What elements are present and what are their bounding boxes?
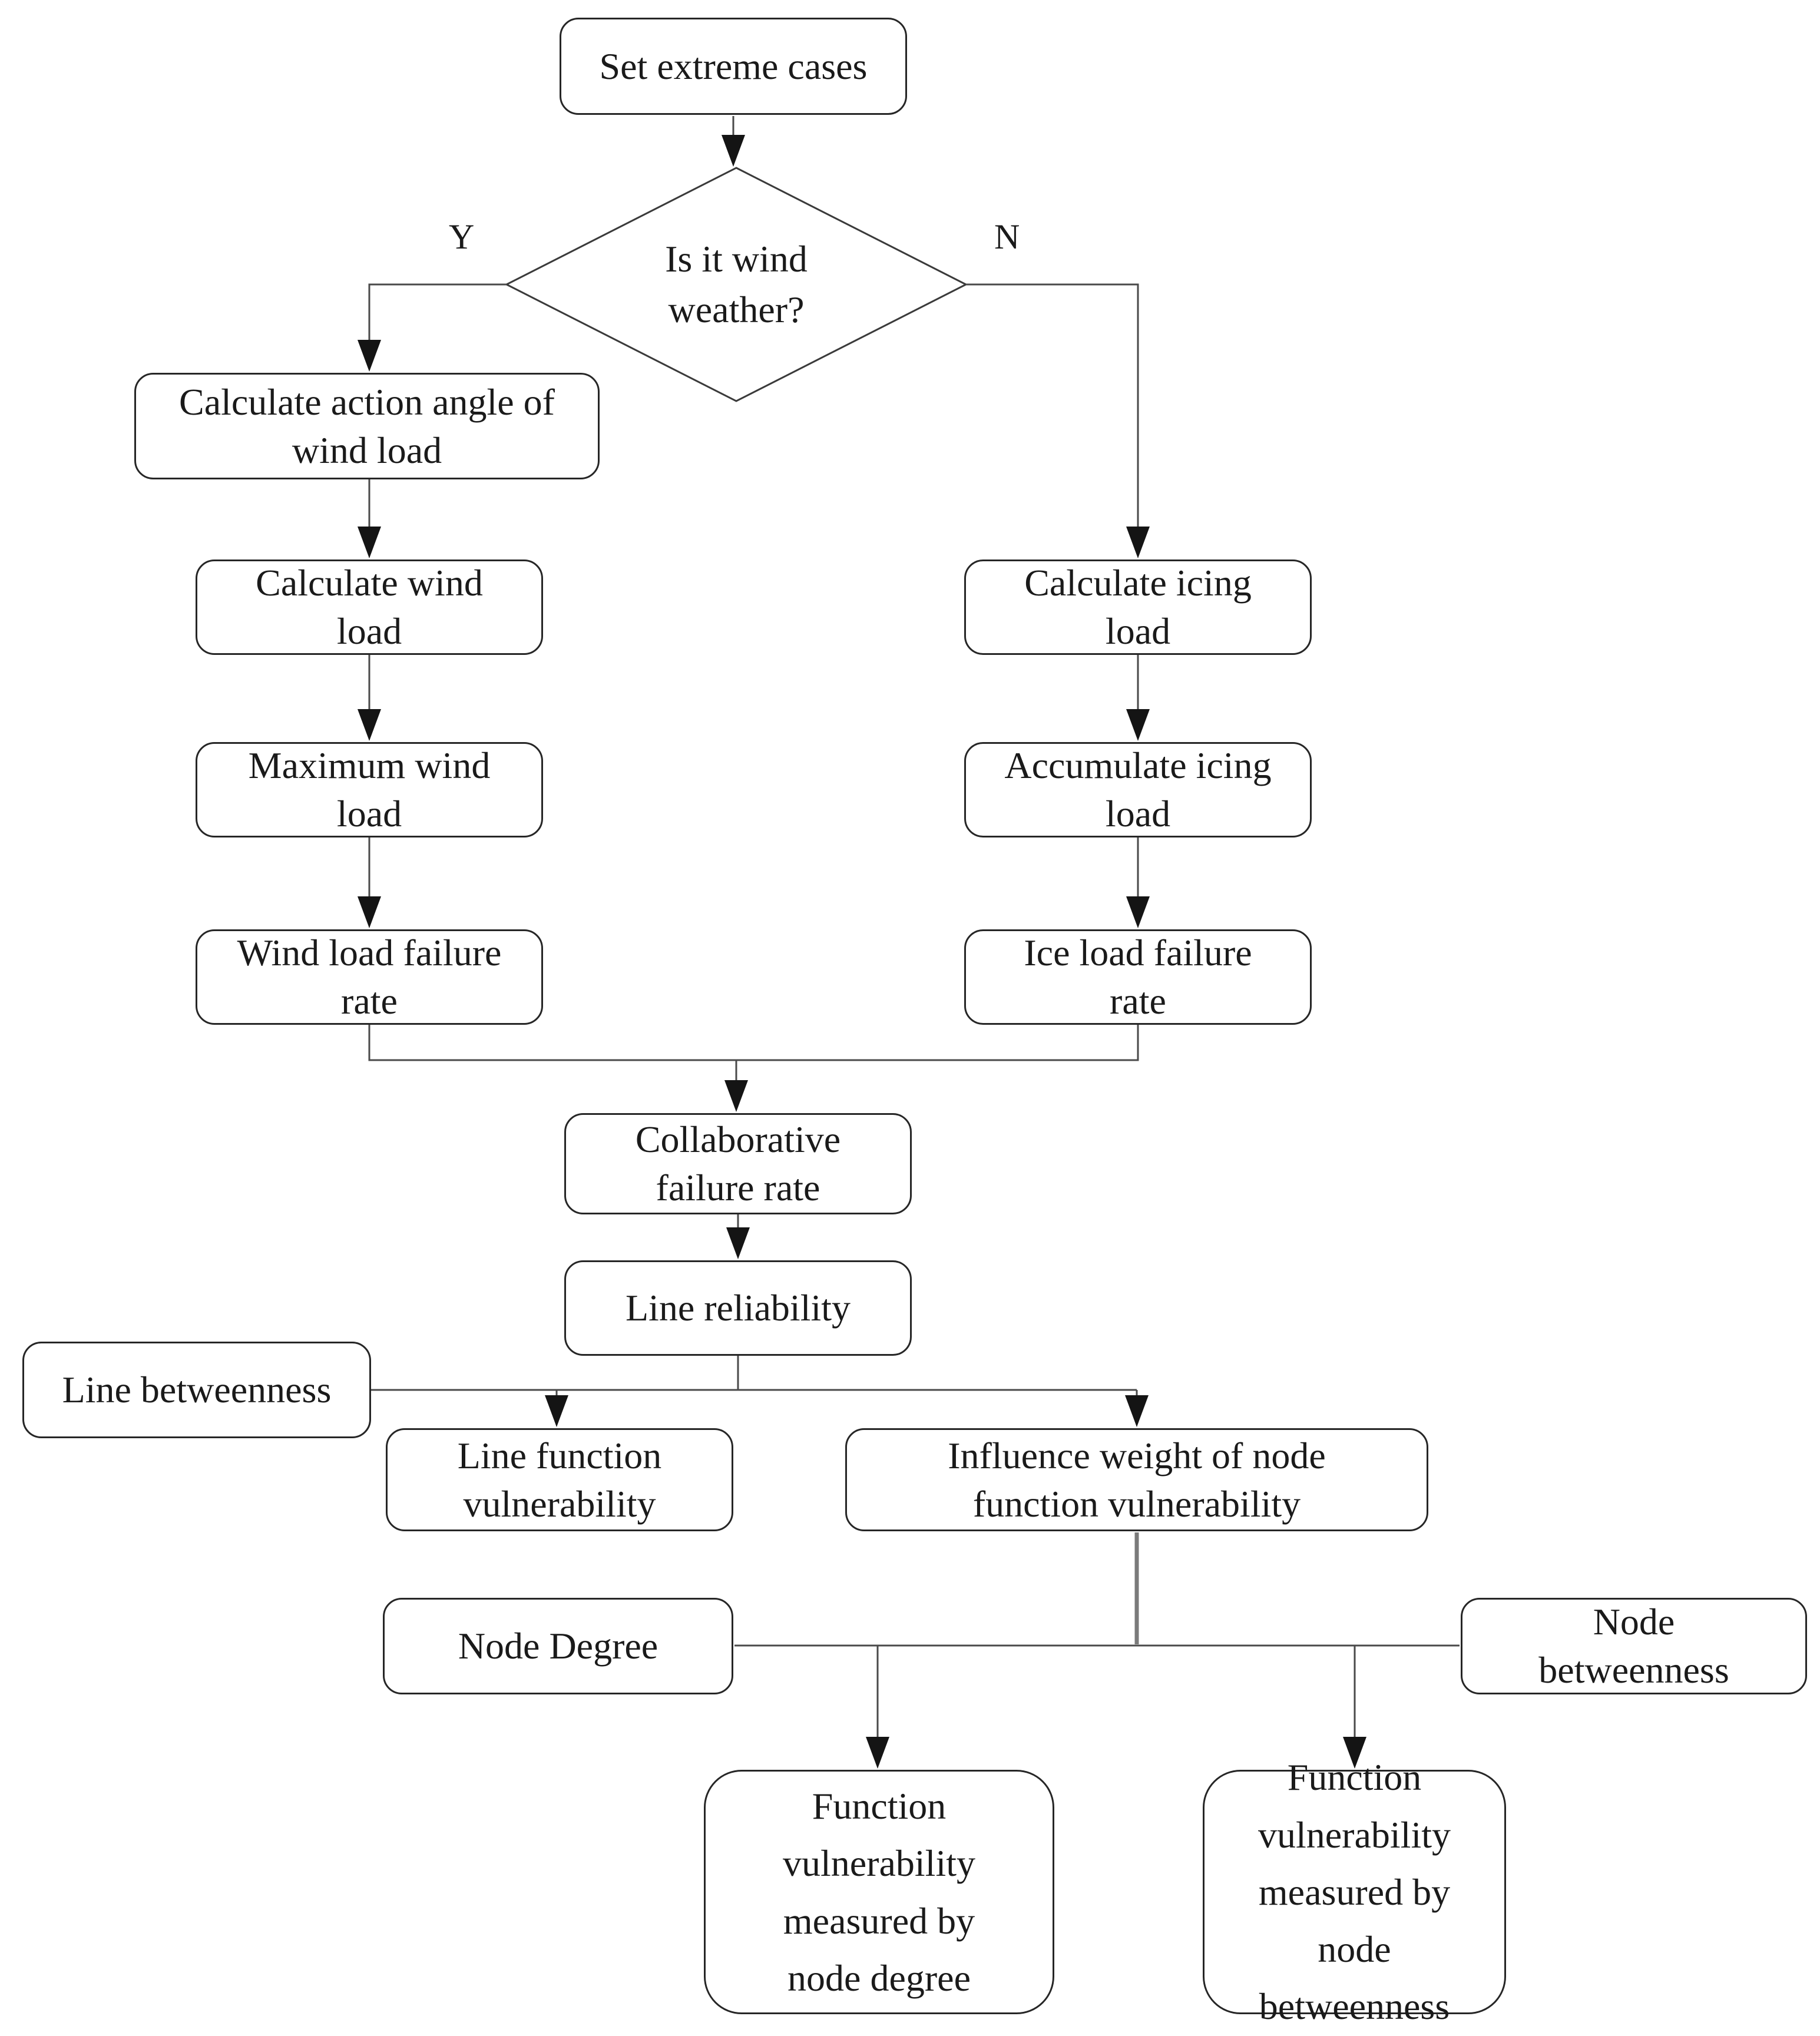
node-decision-is-it-wind-weather: Is it wind weather?: [665, 237, 808, 330]
node-influence-weight: Influence weight of node function vulner…: [845, 1428, 1428, 1531]
node-ice-load-failure-rate: Ice load failure rate: [964, 929, 1312, 1025]
edge-failure-merge: [368, 1025, 1139, 1061]
decision-diamond-shape: [504, 167, 968, 402]
arrowhead-fv-degree: [866, 1737, 889, 1769]
branch-label-no: N: [994, 217, 1020, 256]
arrowhead-collaborative: [724, 1080, 748, 1112]
arrowhead-calc-action-angle: [358, 340, 381, 372]
arrowhead-decision: [722, 135, 745, 167]
arrowhead-wind-failure: [358, 896, 381, 928]
node-set-extreme-cases: Set extreme cases: [560, 18, 907, 115]
arrowhead-line-reliability: [726, 1227, 750, 1259]
node-line-function-vulnerability: Line function vulnerability: [386, 1428, 733, 1531]
node-accumulate-icing-load: Accumulate icing load: [964, 742, 1312, 837]
node-calculate-icing-load: Calculate icing load: [964, 560, 1312, 655]
branch-label-yes: Y: [449, 217, 475, 256]
node-function-vulnerability-node-betweenness: Function vulnerability measured by node …: [1203, 1756, 1506, 2027]
node-maximum-wind-load: Maximum wind load: [196, 742, 543, 837]
edge-decision-no: [966, 283, 1139, 531]
arrowhead-accumulate-icing: [1126, 709, 1150, 741]
node-node-degree: Node Degree: [383, 1598, 733, 1694]
arrowhead-ice-failure: [1126, 896, 1150, 928]
node-function-vulnerability-node-degree: Function vulnerability measured by node …: [704, 1770, 1054, 2014]
arrowhead-line-function: [545, 1395, 568, 1427]
node-calculate-wind-load: Calculate wind load: [196, 560, 543, 655]
node-wind-load-failure-rate: Wind load failure rate: [196, 929, 543, 1025]
arrowhead-influence-weight: [1125, 1395, 1149, 1427]
edge-decision-yes: [368, 283, 507, 345]
arrowhead-calc-wind-load: [358, 527, 381, 558]
arrowhead-max-wind-load: [358, 709, 381, 741]
node-line-reliability: Line reliability: [564, 1260, 912, 1356]
arrowhead-calc-icing-load: [1126, 527, 1150, 558]
arrowhead-fv-betweenness: [1343, 1737, 1366, 1769]
node-calculate-action-angle: Calculate action angle of wind load: [134, 373, 600, 479]
node-line-betweenness: Line betweenness: [22, 1342, 371, 1438]
node-collaborative-failure-rate: Collaborative failure rate: [564, 1113, 912, 1214]
node-node-betweenness: Node betweenness: [1461, 1598, 1807, 1694]
